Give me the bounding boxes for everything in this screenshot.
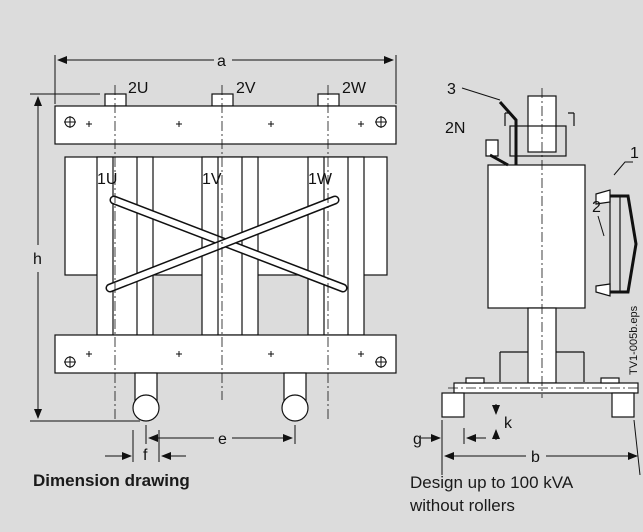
connector-top [595,189,611,205]
bracket-1 [609,195,621,293]
dimension-lines-left [30,55,397,462]
top-clamp-frame [54,105,397,145]
callout-2: 2 [592,199,601,216]
coil-1u [96,156,154,336]
connection-leads [105,195,348,293]
callout-3: 3 [447,81,456,98]
transformer-side-view [441,95,639,418]
dim-k: k [504,415,513,432]
dim-b: b [531,449,540,466]
label-1w: 1W [308,171,333,188]
transformer-front-view [54,93,397,422]
caption-design-line1: Design up to 100 kVA [410,473,574,492]
dim-f: f [143,447,148,464]
coil-1w [307,156,365,336]
frame-bolts [64,116,387,368]
foot-left [441,392,465,418]
bottom-clamp-frame [54,334,397,374]
dim-e: e [218,431,227,448]
dimension-lines-right [421,404,641,476]
terminal-lug-2u [104,93,127,107]
callout-2n: 2N [445,120,465,137]
label-1v: 1V [202,171,222,188]
caption-design-line2: without rollers [410,496,515,515]
caption-dimension-drawing: Dimension drawing [33,471,190,490]
dim-a: a [217,53,226,70]
connector-bottom [595,283,611,297]
dim-h: h [33,251,42,268]
label-2w: 2W [342,80,367,97]
callout-leaders [461,87,633,237]
labels: 2U 2V 2W 1U 1V 1W a h e f 3 2N 1 2 b g k… [33,53,640,466]
caption-design-note: Design up to 100 kVA without rollers [410,471,640,517]
label-2v: 2V [236,80,256,97]
dim-g: g [413,431,422,448]
terminal-lug-2w [317,93,340,107]
roller-right [281,394,309,422]
center-lines-right [448,88,640,398]
coil-side [487,164,586,309]
callout-1: 1 [630,145,639,162]
file-label: TV1-005b.eps [628,305,640,375]
label-1u: 1U [97,171,117,188]
label-2u: 2U [128,80,148,97]
terminal-lug-2v [211,93,234,107]
center-lines [114,85,329,420]
foot-right [611,392,635,418]
roller-left [132,394,160,422]
